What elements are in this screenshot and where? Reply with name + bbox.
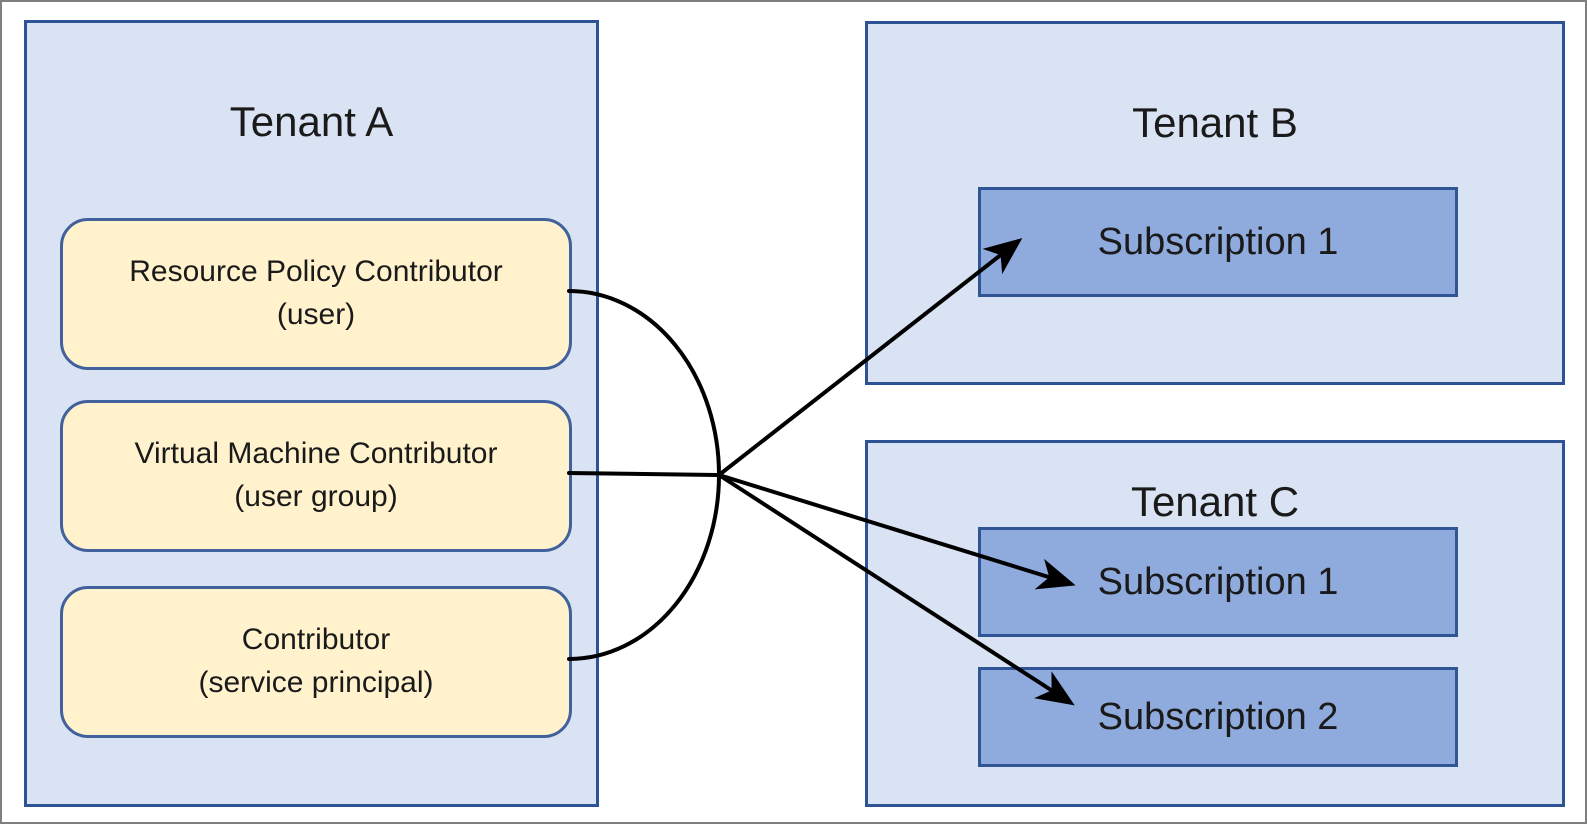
role-label-line1: Virtual Machine Contributor	[134, 437, 498, 471]
tenant-c-subscription-1-box: Subscription 1	[978, 527, 1458, 637]
tenant-b-title: Tenant B	[1132, 99, 1298, 146]
tenant-c-subscription-2-box: Subscription 2	[978, 667, 1458, 767]
role-label-line2: (user)	[276, 298, 356, 331]
tenant-b-box: Tenant B Subscription 1	[865, 21, 1565, 385]
role-box-resource-policy-contributor: Resource Policy Contributor (user)	[60, 218, 572, 370]
tenant-a-title: Tenant A	[229, 98, 394, 145]
role-label-line1: Resource Policy Contributor	[129, 255, 503, 289]
role-label-line2: (user group)	[234, 480, 398, 513]
role-box-virtual-machine-contributor: Virtual Machine Contributor (user group)	[60, 400, 572, 552]
role-label-line2: (service principal)	[198, 666, 434, 699]
subscription-label: Subscription 2	[1097, 695, 1339, 738]
subscription-label: Subscription 1	[1097, 220, 1339, 263]
role-box-contributor: Contributor (service principal)	[60, 586, 572, 738]
tenant-c-title: Tenant C	[1130, 478, 1300, 525]
tenant-a-box: Tenant A Resource Policy Contributor (us…	[24, 20, 599, 807]
role-label-line1: Contributor	[241, 623, 391, 657]
tenant-c-box: Tenant C Subscription 1 Subscription 2	[865, 440, 1565, 807]
tenant-b-subscription-1-box: Subscription 1	[978, 187, 1458, 297]
subscription-label: Subscription 1	[1097, 560, 1339, 603]
